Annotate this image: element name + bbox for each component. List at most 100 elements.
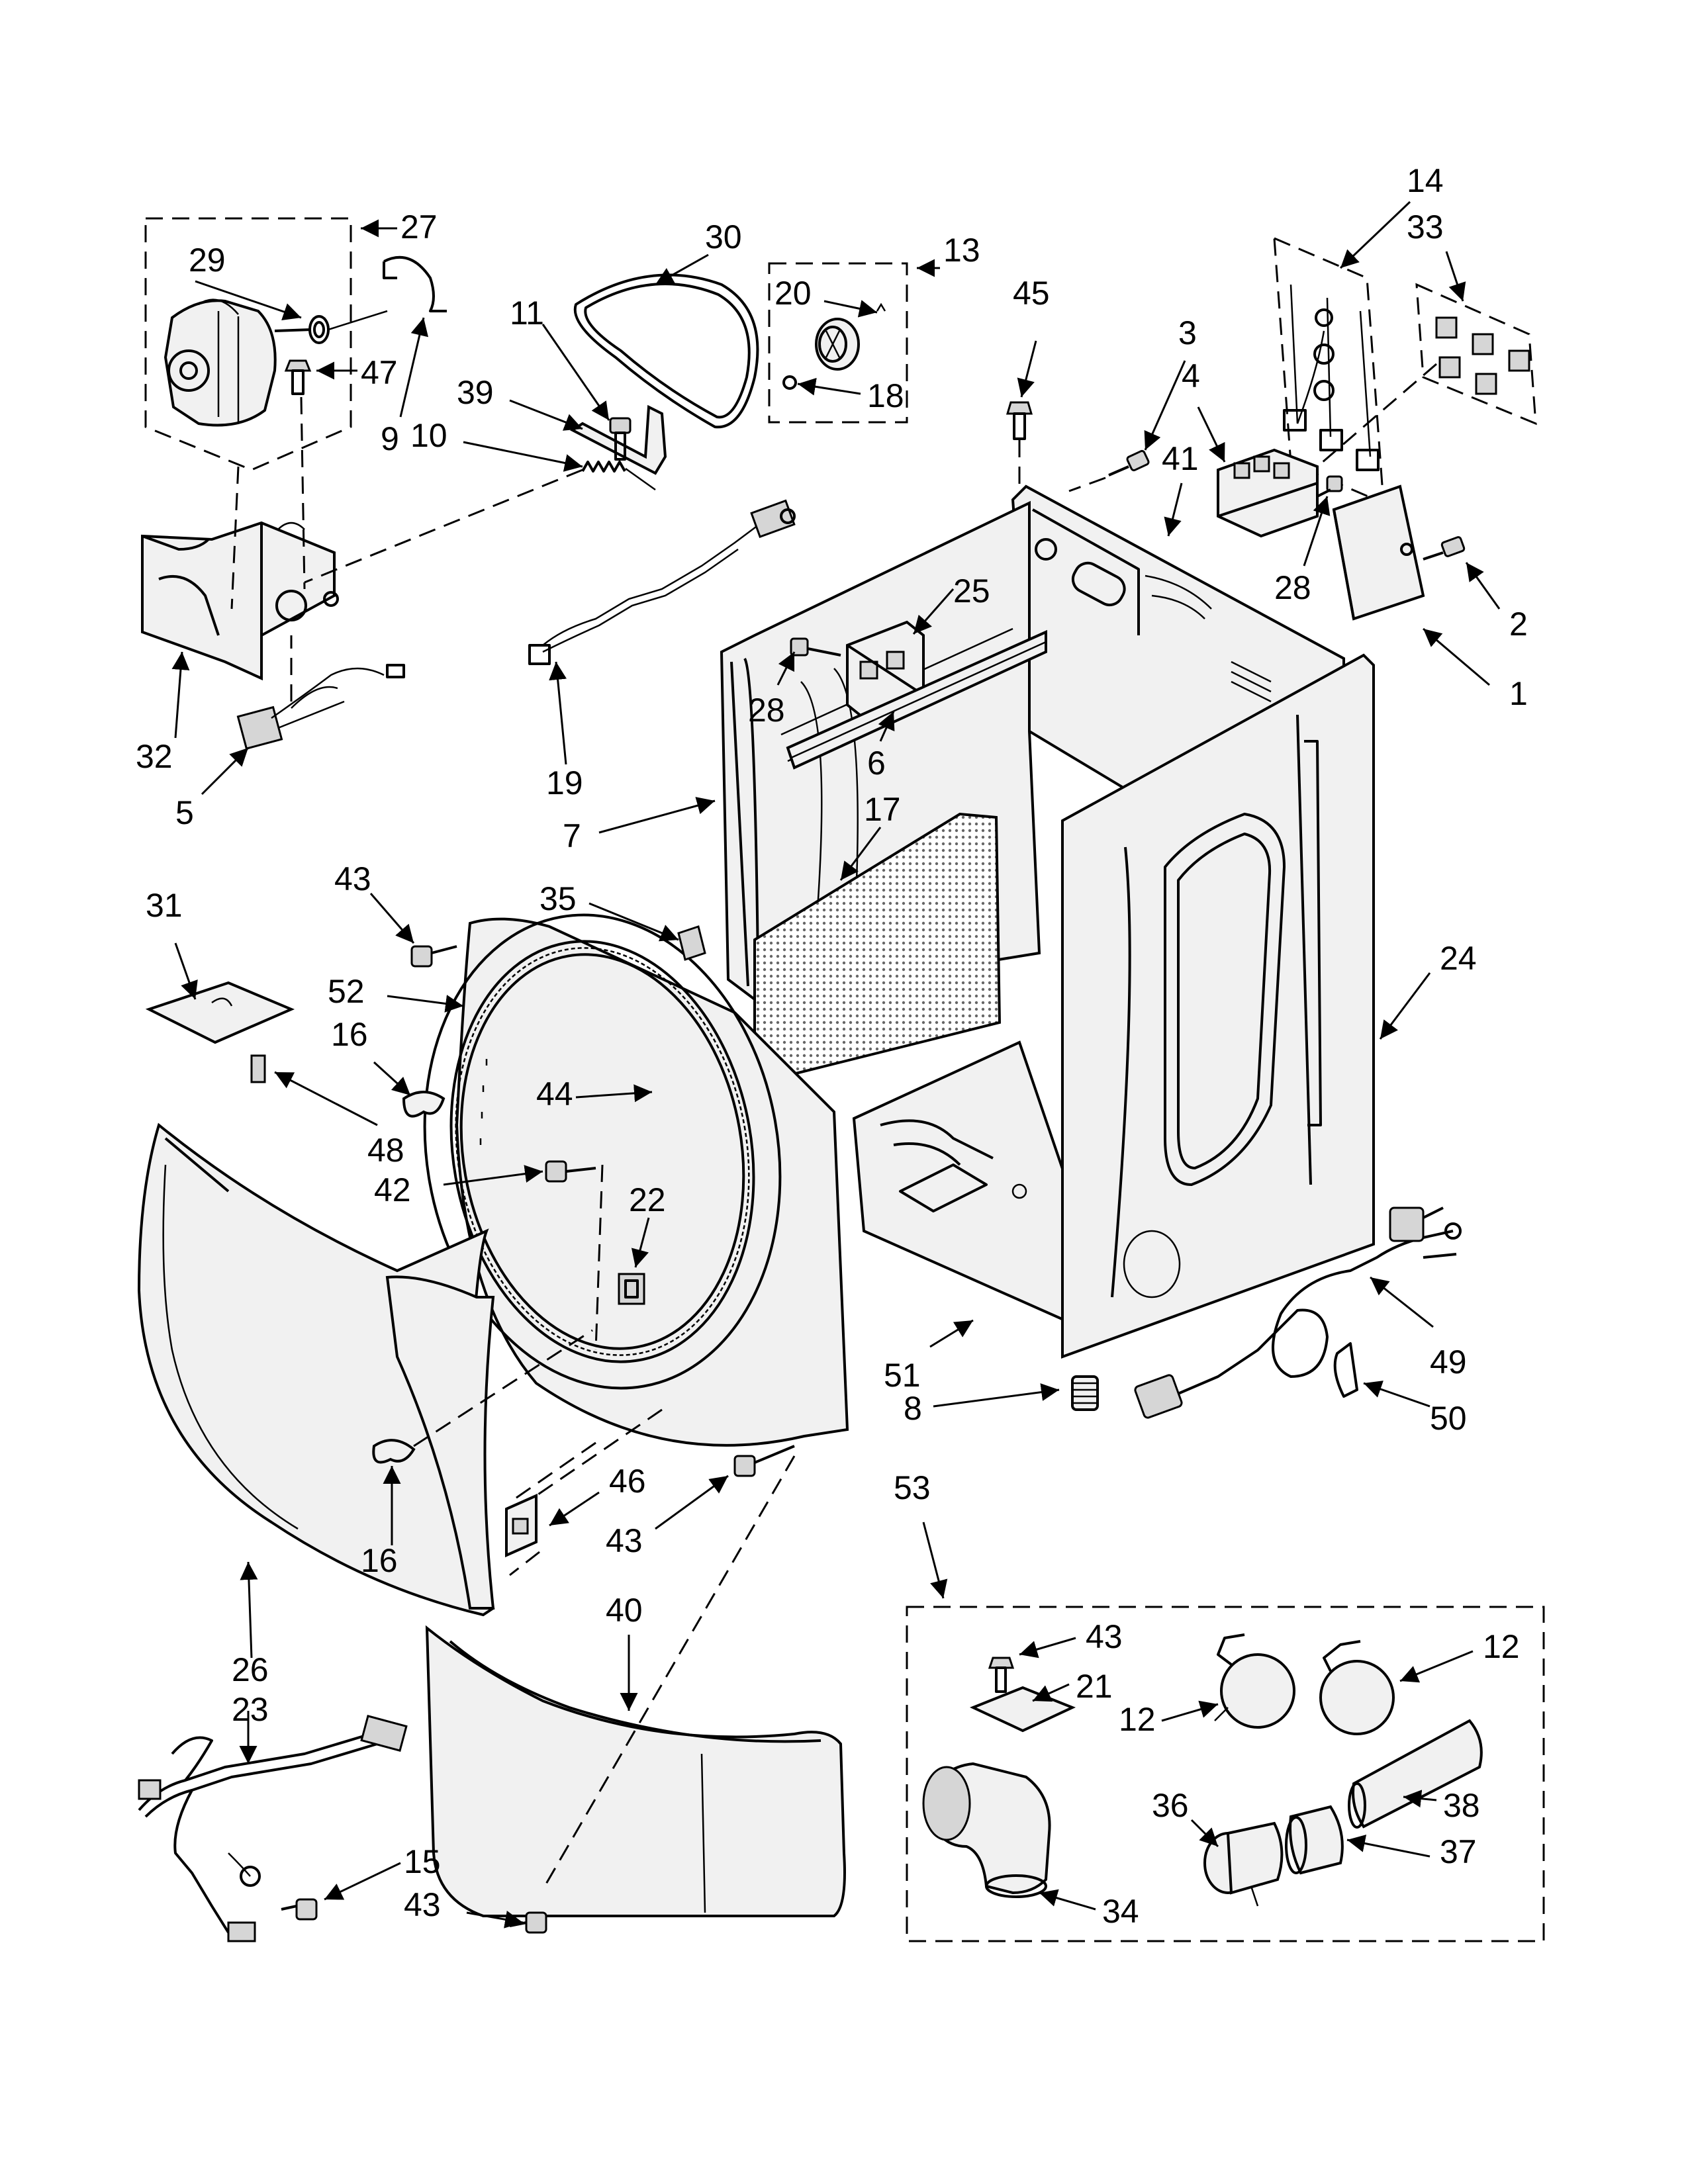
callout-19: 19 (546, 764, 583, 801)
leader-17 (839, 827, 882, 881)
callout-49: 49 (1430, 1343, 1467, 1381)
latch-bracket-46 (505, 1493, 538, 1558)
screw-43-mid (733, 1445, 795, 1477)
nut-kit-33 (1435, 316, 1530, 395)
leader-24 (1379, 972, 1431, 1040)
leader-18 (797, 377, 861, 396)
toe-kick-panel (425, 1625, 846, 1917)
leader-28a (1303, 496, 1331, 567)
callout-7: 7 (563, 817, 581, 854)
leader-33 (1445, 251, 1466, 302)
strain-relief-clip (1333, 1342, 1358, 1398)
screw3-dash (1068, 477, 1106, 492)
leader-43a (369, 893, 415, 944)
wire-tie-16-top (402, 1091, 445, 1118)
callout-43-bottom: 43 (404, 1886, 441, 1923)
leader-22 (631, 1217, 650, 1268)
leader-53 (922, 1522, 948, 1599)
callout-2: 2 (1509, 606, 1528, 643)
screw-43-top (410, 945, 457, 968)
exhaust-elbow-34 (922, 1762, 1051, 1898)
drive-belt (573, 273, 759, 429)
callout-32: 32 (136, 738, 173, 775)
idler-bolt-11 (609, 417, 632, 461)
cover-screw-2 (1423, 536, 1466, 561)
motor-dash-1 (230, 466, 240, 610)
assembly-box-53 (906, 1606, 1545, 1942)
callout-40: 40 (606, 1592, 643, 1629)
callout-5: 5 (175, 794, 194, 831)
terminal-block (1217, 448, 1319, 538)
leader-14 (1339, 201, 1411, 269)
leader-46 (549, 1491, 600, 1527)
exhaust-hood-12b (1319, 1640, 1395, 1735)
callout-21: 21 (1076, 1668, 1113, 1705)
motor-dash-2 (300, 396, 306, 590)
leader-41 (1164, 482, 1183, 537)
callout-34: 34 (1102, 1893, 1139, 1930)
leader-21 (1032, 1683, 1070, 1702)
leader-43d (1019, 1637, 1076, 1659)
leveling-leg (1071, 1375, 1099, 1411)
callout-18: 18 (867, 377, 904, 414)
leader-38 (1403, 1790, 1437, 1808)
wire-harness-23 (138, 1715, 408, 1942)
assembly-box-27 (144, 217, 352, 471)
callout-10: 10 (410, 417, 447, 454)
toe-dash (541, 1455, 796, 1890)
vent-clamp-36 (1203, 1821, 1284, 1907)
callout-47: 47 (361, 354, 398, 391)
idler-pulley (782, 302, 886, 390)
callout-6: 6 (867, 745, 886, 782)
callout-24: 24 (1440, 940, 1477, 977)
idler-arm-bracket (570, 404, 667, 475)
leader-50 (1363, 1381, 1430, 1408)
leader-43b (655, 1475, 729, 1530)
callout-50: 50 (1430, 1400, 1467, 1437)
drive-motor (164, 298, 388, 427)
callout-11: 11 (510, 295, 544, 332)
front-panel-screw-42 (545, 1160, 596, 1183)
leader-8 (933, 1383, 1060, 1408)
callout-43-mid: 43 (606, 1522, 643, 1559)
callout-37: 37 (1440, 1833, 1477, 1870)
leader-1 (1423, 627, 1490, 686)
leader-10 (463, 441, 583, 472)
terminal-cover-plate (1332, 484, 1425, 621)
leader-5 (201, 747, 250, 796)
leader-36 (1190, 1819, 1219, 1848)
assembly-box-33 (1415, 283, 1537, 426)
callout-28-board: 28 (748, 692, 785, 729)
screw-3 (1108, 449, 1150, 477)
callout-26: 26 (232, 1651, 269, 1688)
callout-22: 22 (629, 1181, 666, 1218)
callout-51: 51 (884, 1357, 921, 1394)
leader-48 (274, 1071, 378, 1126)
callout-4: 4 (1182, 357, 1200, 394)
leader-15 (324, 1862, 401, 1901)
board-mounting-bracket (786, 629, 1047, 770)
callout-1: 1 (1509, 675, 1528, 712)
leader-26 (240, 1561, 258, 1659)
bracket-dash-1 (509, 1441, 596, 1504)
leader-12a (1161, 1700, 1219, 1722)
callout-12-right: 12 (1483, 1628, 1520, 1665)
wire-tie-16-bottom (372, 1439, 416, 1464)
callout-labels: 27 29 9 30 11 39 10 47 32 5 19 13 20 18 … (136, 162, 1528, 1930)
exhaust-screw-43 (988, 1657, 1015, 1693)
hinge-cover-31 (145, 981, 295, 1044)
leader-4 (1197, 406, 1226, 463)
tie-dash (413, 1329, 593, 1447)
callout-27: 27 (400, 208, 438, 246)
leader-49 (1370, 1276, 1434, 1328)
vent-collar-37 (1285, 1805, 1344, 1875)
leader-12b (1399, 1650, 1474, 1683)
leader-32 (171, 651, 190, 739)
motor-mount-bracket (141, 521, 339, 681)
leader-19 (549, 661, 567, 765)
screw-45 (1006, 401, 1033, 440)
callout-39: 39 (457, 374, 494, 411)
drum-seal (455, 947, 750, 1356)
assembly-box-13 (768, 262, 908, 424)
